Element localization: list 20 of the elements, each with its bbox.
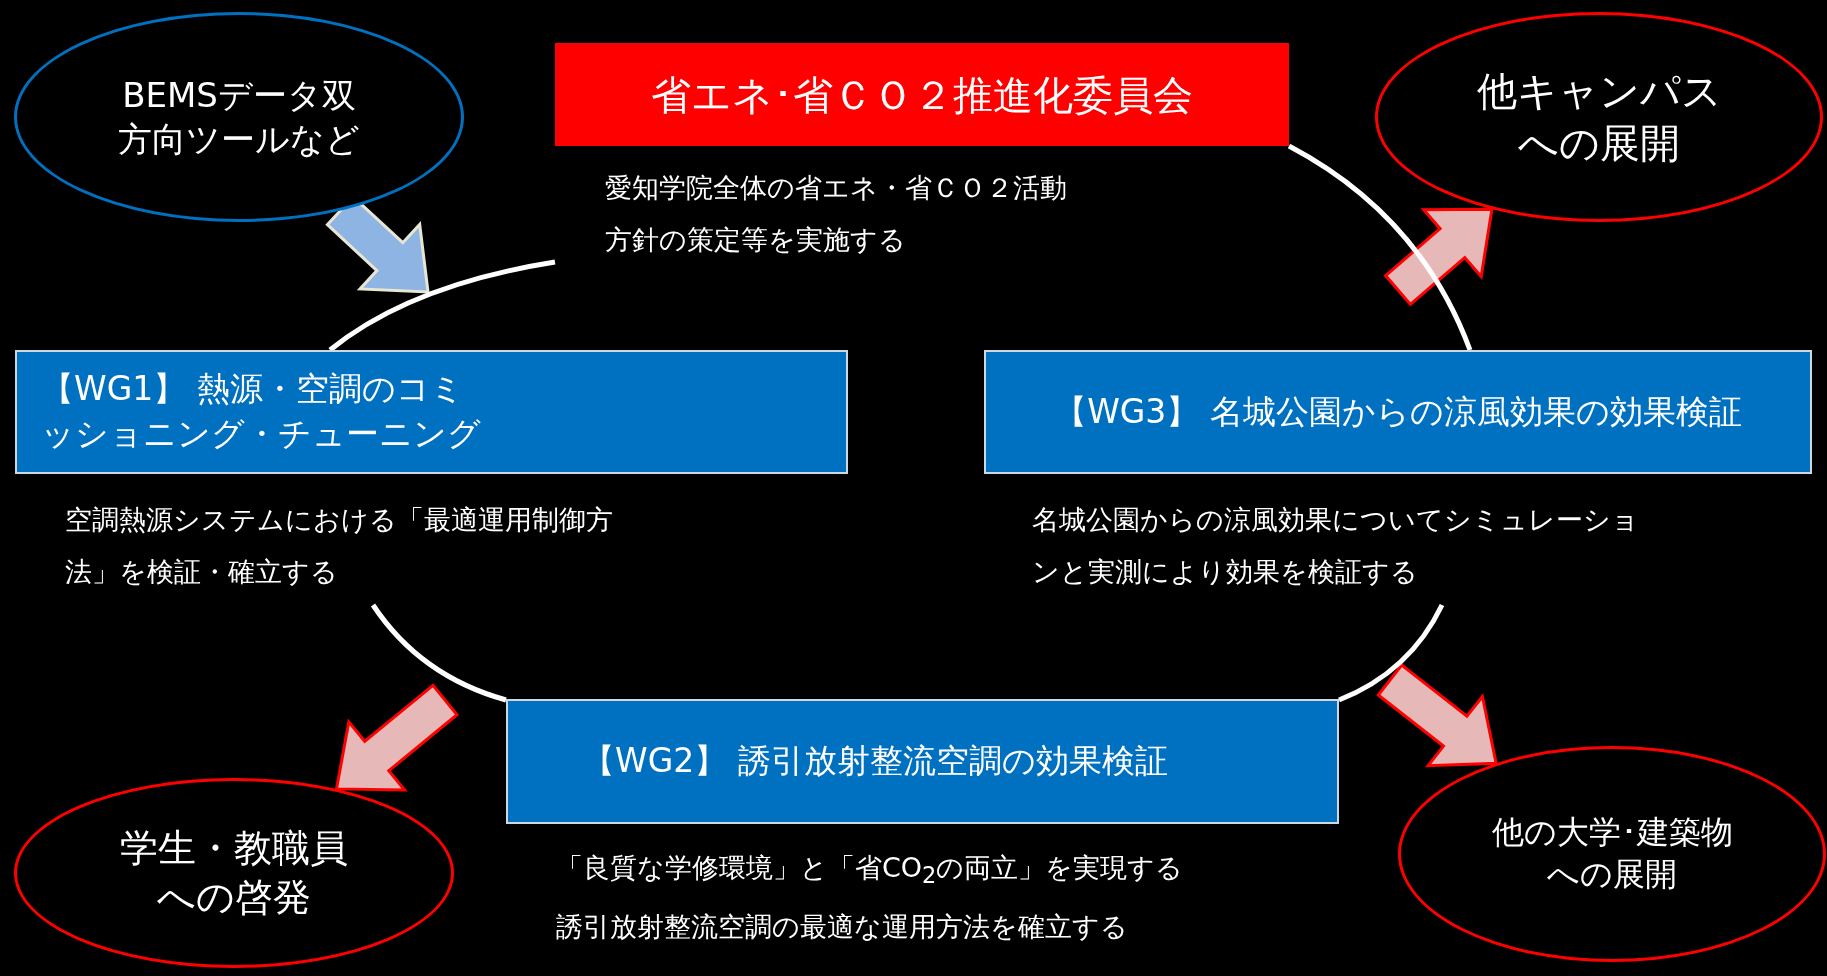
- box-title: 【WG3】 名城公園からの涼風効果の効果検証: [1054, 390, 1742, 433]
- ellipse-label: 他の大学･建築物への展開: [1490, 812, 1734, 895]
- description-text: 「良質な学修環境」と「省CO$_{2}$の両立」を実現する: [556, 851, 1185, 891]
- description-text: 愛知学院全体の省エネ・省ＣＯ２活動方針の策定等を実施する: [605, 171, 1068, 257]
- box-title: 【WG2】 誘引放射整流空調の効果検証: [581, 740, 1168, 783]
- cycle-arc: [1338, 603, 1445, 703]
- block-arrow: [1376, 662, 1498, 768]
- box-title: 省エネ･省ＣＯ２推進化委員会: [651, 70, 1193, 120]
- description-text: 空調熱源システムにおける「最適運用制御方法」を検証・確立する: [65, 503, 614, 589]
- ellipse-label: BEMSデータ双方向ツールなど: [117, 73, 361, 161]
- block-arrow: [334, 683, 460, 792]
- cycle-arc: [370, 603, 507, 703]
- cycle-arc: [328, 259, 556, 352]
- box-title: 【WG1】 熱源・空調のコミッショニング・チューニング: [41, 368, 482, 455]
- description-text: 誘引放射整流空調の最適な運用方法を確立する: [556, 910, 1129, 945]
- block-arrow: [1383, 207, 1494, 307]
- ellipse-label: 学生・教職員への啓発: [119, 824, 349, 921]
- ellipse-label: 他キャンパスへの展開: [1475, 67, 1723, 168]
- description-text: 名城公園からの涼風効果についてシミュレーションと実測により効果を検証する: [1032, 503, 1640, 589]
- cycle-arc: [1287, 143, 1473, 351]
